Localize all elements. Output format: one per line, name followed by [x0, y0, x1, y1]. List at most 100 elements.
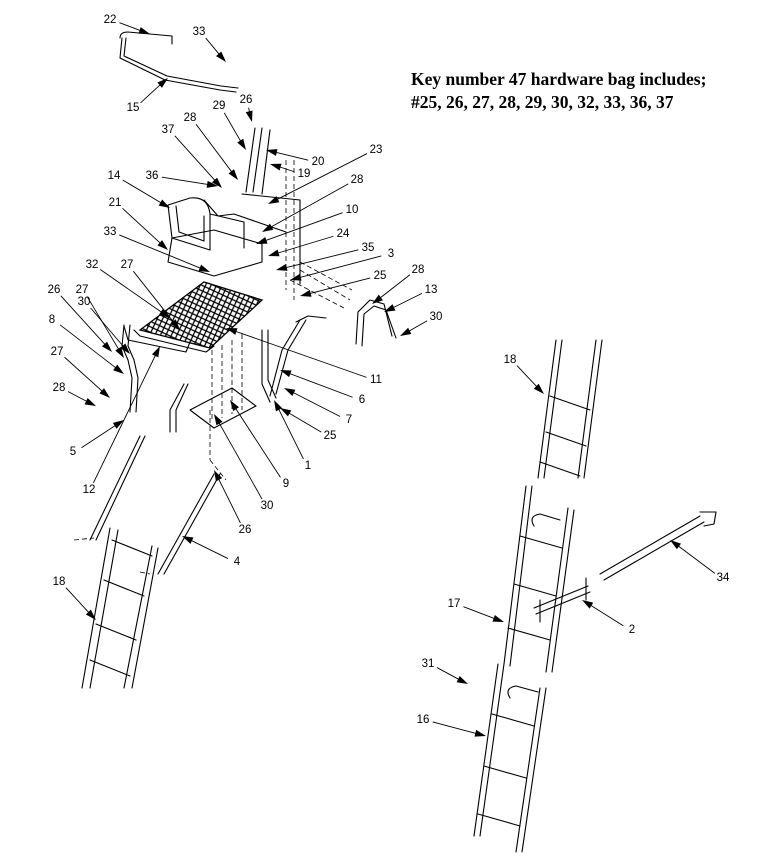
- leader-arrowhead-22: [138, 27, 150, 34]
- callout-number-30: 30: [261, 500, 274, 512]
- leader-arrowhead-11: [226, 328, 238, 335]
- leader-line-17: [463, 606, 497, 620]
- callout-number-19: 19: [298, 168, 311, 180]
- callout-number-8: 8: [49, 314, 55, 326]
- ladder-18-right: [537, 339, 603, 479]
- leader-arrowhead-36: [206, 180, 218, 188]
- leader-line-20: [273, 151, 309, 161]
- leader-line-36: [161, 176, 211, 186]
- leader-line-2: [588, 603, 624, 627]
- callout-number-4: 4: [234, 556, 241, 568]
- callout-number-12: 12: [83, 484, 96, 496]
- leader-line-14: [122, 179, 164, 205]
- leader-arrowhead-25: [300, 289, 312, 297]
- leader-arrowhead-28: [84, 398, 96, 406]
- callout-number-20: 20: [312, 156, 325, 168]
- leader-line-26: [217, 476, 241, 524]
- leader-arrowhead-18: [85, 609, 96, 620]
- leader-arrowhead-6: [280, 370, 292, 378]
- callout-number-26: 26: [239, 524, 252, 536]
- callout-number-28: 28: [412, 264, 425, 276]
- callout-number-21: 21: [109, 197, 122, 209]
- leader-arrowhead-14: [158, 199, 170, 208]
- leader-line-26: [60, 295, 107, 347]
- leader-line-29: [223, 112, 243, 144]
- leader-arrowhead-8: [113, 364, 124, 374]
- ladder-17: [503, 485, 575, 673]
- callout-number-29: 29: [213, 100, 226, 112]
- leader-arrowhead-26: [214, 470, 223, 482]
- leader-line-23: [274, 153, 368, 201]
- leader-line-25: [286, 411, 322, 433]
- leader-arrowhead-20: [266, 149, 278, 156]
- leader-line-33: [205, 37, 221, 57]
- leader-line-10: [263, 212, 343, 242]
- leader-arrowhead-33: [216, 51, 226, 62]
- callout-number-26: 26: [48, 284, 61, 296]
- leader-arrowhead-27: [99, 388, 110, 398]
- leader-arrowhead-5: [112, 420, 124, 429]
- leader-arrowhead-33: [198, 264, 210, 272]
- seat-frame-14: [167, 197, 211, 251]
- callout-number-18: 18: [504, 354, 517, 366]
- callout-number-18: 18: [53, 576, 66, 588]
- ladder-16: [473, 663, 547, 853]
- leader-line-28: [378, 274, 411, 300]
- leader-arrowhead-27: [170, 319, 180, 330]
- leader-line-31: [436, 667, 462, 681]
- leader-line-13: [391, 292, 423, 310]
- leader-arrowhead-28: [262, 223, 274, 232]
- leader-arrowhead-30: [214, 414, 223, 426]
- leader-arrowhead-7: [284, 388, 296, 396]
- callout-number-23: 23: [370, 144, 383, 156]
- callout-number-34: 34: [717, 572, 730, 584]
- callout-number-11: 11: [370, 374, 382, 386]
- callout-leaders: [59, 22, 716, 737]
- leader-arrowhead-19: [270, 163, 282, 171]
- leader-arrowhead-2: [582, 600, 594, 609]
- leader-line-28: [67, 391, 90, 403]
- callout-number-28: 28: [184, 112, 197, 124]
- caption-line-2: #25, 26, 27, 28, 29, 30, 32, 33, 36, 37: [411, 92, 674, 112]
- callout-number-36: 36: [146, 170, 159, 182]
- leader-line-32: [100, 269, 164, 314]
- leader-line-35: [283, 249, 359, 269]
- leader-arrowhead-26: [101, 341, 112, 352]
- leader-line-30: [406, 320, 428, 333]
- leader-line-6: [287, 372, 353, 398]
- leader-line-18: [516, 365, 539, 389]
- leader-arrowhead-24: [268, 249, 280, 257]
- leader-line-12: [93, 352, 157, 484]
- callout-number-25: 25: [324, 430, 337, 442]
- callout-number-33: 33: [193, 26, 206, 38]
- leader-line-5: [81, 423, 118, 449]
- callout-number-13: 13: [425, 284, 438, 296]
- leader-arrowhead-28: [372, 294, 383, 304]
- leader-arrowhead-23: [268, 195, 280, 204]
- leader-line-8: [59, 324, 118, 370]
- callout-number-15: 15: [127, 102, 140, 114]
- seat-rails: [167, 199, 287, 277]
- callout-number-32: 32: [86, 259, 99, 271]
- leader-line-9: [234, 406, 281, 478]
- leader-line-7: [290, 391, 341, 417]
- leader-line-21: [122, 207, 163, 246]
- platform-11: [123, 281, 264, 353]
- leader-arrowhead-37: [211, 177, 222, 188]
- leader-line-25: [307, 277, 371, 295]
- leader-arrowhead-4: [182, 536, 194, 544]
- leader-line-11: [233, 330, 367, 378]
- leader-arrowhead-30: [120, 343, 130, 354]
- leg-assembly-lower: [89, 315, 327, 575]
- ladder-18-left: [81, 527, 159, 689]
- callout-number-14: 14: [108, 170, 121, 182]
- shooting-rail-15: [119, 31, 239, 93]
- leader-arrowhead-15: [157, 78, 168, 88]
- stand-off-bracket-2: [533, 577, 591, 623]
- leader-line-30: [217, 420, 263, 500]
- callout-number-37: 37: [162, 124, 175, 136]
- callout-number-28: 28: [53, 382, 66, 394]
- callout-number-5: 5: [70, 446, 76, 458]
